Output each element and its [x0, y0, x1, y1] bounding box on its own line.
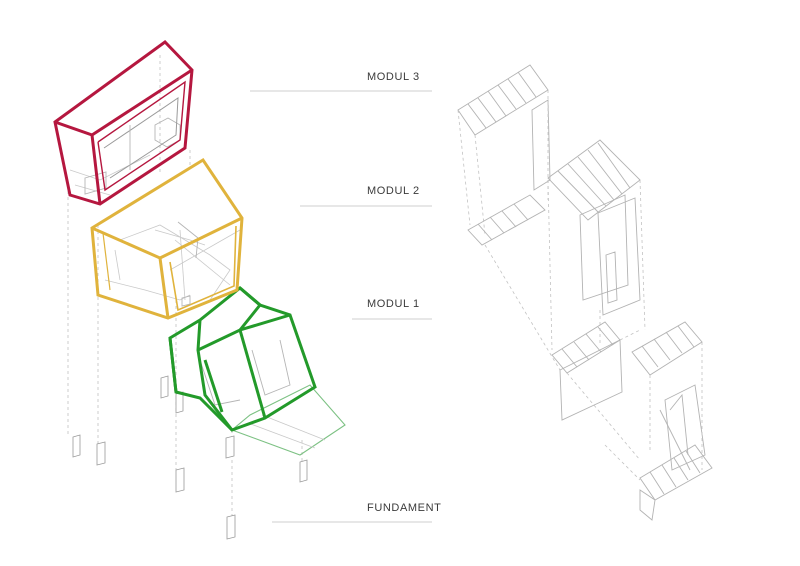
label-modul1: MODUL 1	[367, 298, 420, 310]
foundation-posts	[72, 375, 308, 540]
modul3-volume	[53, 40, 194, 206]
structural-frames	[457, 64, 713, 521]
label-modul2: MODUL 2	[367, 185, 420, 197]
modul1-volume	[168, 286, 346, 456]
label-fundament: FUNDAMENT	[367, 502, 442, 514]
modul2-volume	[90, 157, 244, 320]
label-modul3: MODUL 3	[367, 71, 420, 83]
